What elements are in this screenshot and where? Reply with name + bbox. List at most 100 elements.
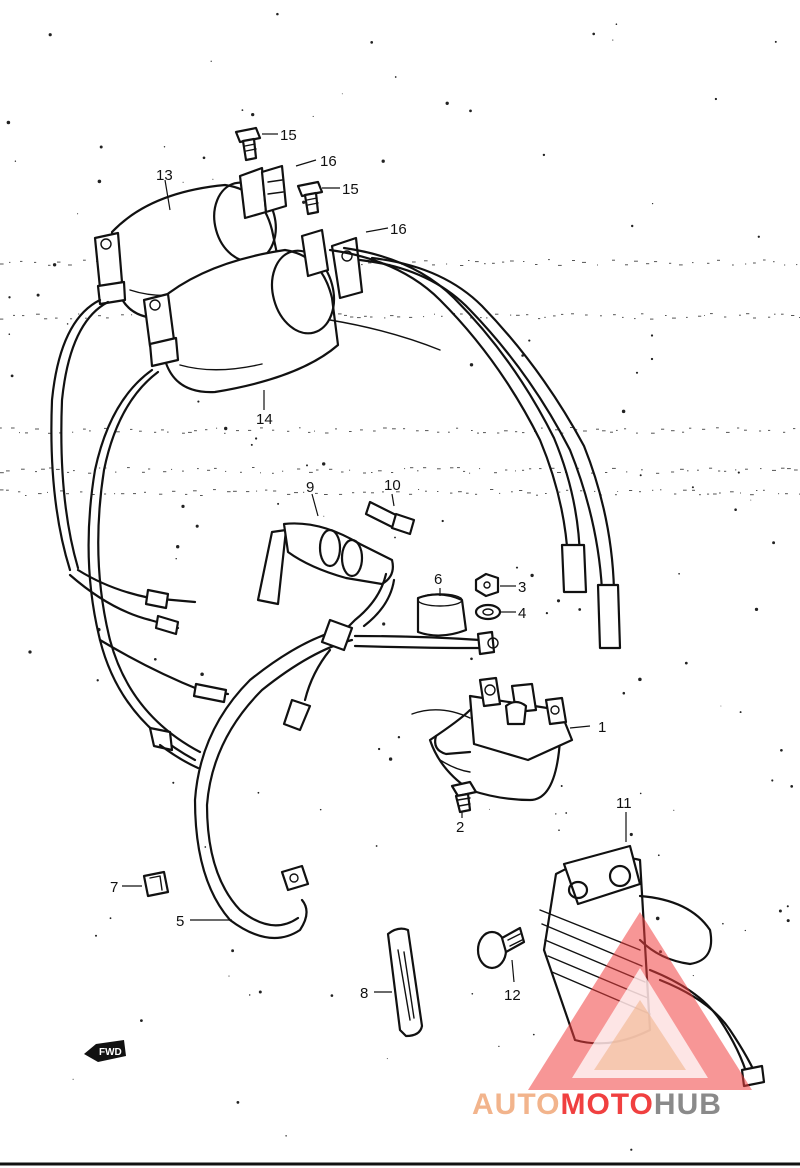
scan-speck <box>48 33 52 37</box>
scan-speck <box>236 1101 240 1104</box>
scan-streak <box>768 429 771 431</box>
scan-streak <box>697 469 699 471</box>
scan-streak <box>536 494 538 496</box>
scan-speck <box>99 145 103 149</box>
scan-streak <box>726 431 730 433</box>
scan-streak <box>121 493 125 495</box>
scan-streak <box>127 467 130 469</box>
scan-streak <box>383 427 387 429</box>
scan-streak <box>486 317 488 319</box>
scan-streak <box>116 431 120 433</box>
scan-streak <box>502 261 505 263</box>
scan-speck <box>786 919 790 923</box>
scan-streak <box>370 316 373 318</box>
scan-streak <box>36 313 40 315</box>
leader-lines <box>122 133 627 993</box>
scan-speck <box>774 40 777 43</box>
scan-speck <box>210 60 212 62</box>
scan-streak <box>572 260 575 261</box>
scan-streak <box>329 468 333 470</box>
scan-streak <box>551 467 555 469</box>
scan-streak <box>654 261 658 263</box>
scan-streak <box>216 427 218 429</box>
scan-speck <box>377 747 381 751</box>
part-7-clamp <box>142 870 170 898</box>
scan-speck <box>257 791 260 794</box>
scan-streak <box>494 472 497 474</box>
scan-streak <box>732 264 734 266</box>
scan-streak <box>787 468 791 470</box>
scan-streak <box>555 429 559 431</box>
scan-streak <box>460 265 464 266</box>
scan-speck <box>530 573 534 578</box>
scan-streak <box>490 489 494 490</box>
scan-streak <box>504 430 508 432</box>
scan-streak <box>396 491 400 493</box>
scan-streak <box>745 468 748 470</box>
scan-streak <box>796 264 798 266</box>
scan-speck <box>200 672 204 676</box>
scan-streak <box>384 317 386 319</box>
scan-streak <box>466 492 469 494</box>
scan-streak <box>557 472 561 473</box>
scan-streak <box>613 314 616 316</box>
scan-streak <box>19 432 20 434</box>
scan-speck <box>66 323 69 325</box>
scan-streak <box>669 262 672 264</box>
scan-speck <box>469 363 474 367</box>
label-part-16-upper: 16 <box>320 153 337 170</box>
scan-speck <box>622 691 626 695</box>
scan-speck <box>744 929 746 932</box>
scan-streak <box>55 317 58 319</box>
scan-streak <box>794 469 798 471</box>
scan-streak <box>131 314 133 316</box>
scan-streak <box>448 431 450 433</box>
scan-streak <box>205 429 208 431</box>
scan-streak <box>437 431 440 433</box>
scan-speck <box>319 808 322 811</box>
scan-streak <box>450 492 453 494</box>
part-10-plug <box>364 500 416 536</box>
scan-streak <box>737 427 740 429</box>
scan-streak <box>361 264 363 266</box>
scan-speck <box>739 711 742 714</box>
scan-streak <box>214 467 217 469</box>
part-9-resistor-cap <box>256 522 396 632</box>
scan-speck <box>673 809 675 811</box>
scan-speck <box>635 371 639 374</box>
scan-streak <box>142 471 145 473</box>
scan-streak <box>740 492 741 494</box>
scan-streak <box>193 490 197 492</box>
scan-speck <box>109 917 112 920</box>
scan-streak <box>591 472 594 474</box>
scan-speck <box>565 812 568 814</box>
part-8-strap <box>386 927 424 1038</box>
scan-streak <box>505 469 508 471</box>
scan-speck <box>691 486 694 489</box>
scan-streak <box>349 469 351 471</box>
scan-streak <box>774 313 776 315</box>
scan-streak <box>324 494 328 495</box>
scan-streak <box>0 489 4 491</box>
scan-streak <box>0 472 4 474</box>
part-labels: 1 2 3 4 5 6 7 8 9 10 11 12 13 14 15 15 1… <box>110 127 632 1004</box>
scan-speck <box>312 115 314 117</box>
scan-streak <box>639 491 641 493</box>
scan-streak <box>390 315 394 317</box>
scan-streak <box>154 431 157 433</box>
scan-streak <box>441 315 443 317</box>
scan-streak <box>67 471 70 473</box>
scan-speck <box>684 661 688 665</box>
scan-streak <box>364 315 367 317</box>
scan-streak <box>781 313 784 315</box>
scan-streak <box>597 264 598 266</box>
scan-streak <box>423 467 427 469</box>
label-part-8: 8 <box>360 985 368 1002</box>
scan-streak <box>99 467 101 469</box>
scan-speck <box>560 785 563 787</box>
watermark-part-moto: MOTO <box>560 1088 653 1121</box>
scan-streak <box>83 428 86 430</box>
scan-speck <box>96 679 99 682</box>
